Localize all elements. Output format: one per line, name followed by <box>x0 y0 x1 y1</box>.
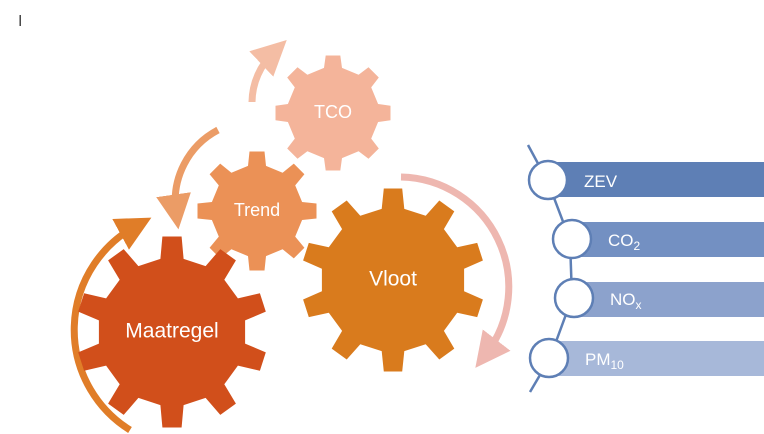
tco-cycle-arrow <box>248 39 287 103</box>
bar-pm10-band <box>548 341 764 376</box>
bar-pm10-bullet <box>528 337 570 379</box>
bar-co2-label: CO2 <box>608 231 641 253</box>
bar-zev-label: ZEV <box>584 172 618 191</box>
gear-vloot-label: Vloot <box>369 268 417 291</box>
vloot-cycle-arrow <box>400 173 513 368</box>
gear-tco-label: TCO <box>314 102 352 122</box>
gear-trend: Trend <box>197 151 317 271</box>
bar-nox-bullet <box>553 277 595 319</box>
gear-tco-shape <box>275 55 391 171</box>
bar-nox-band <box>572 282 764 317</box>
bar-zev-band <box>548 162 764 197</box>
bar-nox-label: NOx <box>610 290 642 312</box>
gear-maatregel-label: Maatregel <box>125 320 218 343</box>
gear-maatregel: Maatregel <box>78 236 266 428</box>
bar-co2: CO2 <box>551 218 764 260</box>
gear-tco: TCO <box>275 55 391 171</box>
bar-pm10-label: PM10 <box>585 350 624 372</box>
gear-trend-shape <box>197 151 317 271</box>
gear-maatregel-shape <box>78 236 266 428</box>
bar-nox: NOx <box>553 277 764 319</box>
trend-cycle-arrow <box>156 126 220 230</box>
bar-zev-bullet <box>527 159 569 201</box>
corner-mark: I <box>18 13 22 30</box>
maatregel-cycle-arrow <box>70 217 152 433</box>
bar-zev: ZEV <box>527 159 764 201</box>
bar-co2-band <box>570 222 764 257</box>
gear-vloot: Vloot <box>303 188 483 372</box>
gear-trend-label: Trend <box>234 200 280 220</box>
bar-pm10: PM10 <box>528 337 764 379</box>
gear-vloot-shape <box>303 188 483 372</box>
bar-co2-bullet <box>551 218 593 260</box>
